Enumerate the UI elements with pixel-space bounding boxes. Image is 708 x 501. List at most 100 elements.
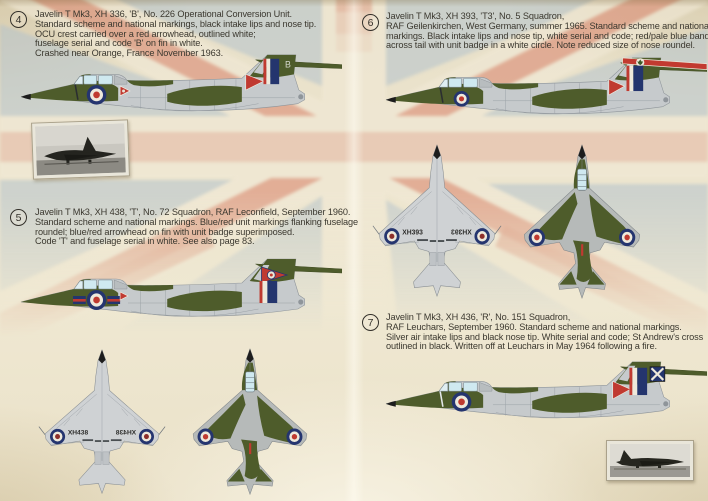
upper-wing-roundel-right — [286, 428, 303, 445]
wing-serial-right-mirrored: XH438 — [116, 430, 137, 437]
wingtip-pitots — [38, 426, 166, 435]
description-line: Silver air intake lips and black nose ti… — [386, 331, 704, 342]
fuselage-roundel — [451, 392, 472, 412]
plan-view-topside-camouflage-1 — [517, 144, 647, 302]
entry-5-description: Javelin T Mk3, XH 438, 'T', No. 72 Squad… — [35, 207, 358, 247]
description-line: Javelin T Mk3, XH 438, 'T', No. 72 Squad… — [35, 207, 351, 217]
jet-exhaust — [298, 299, 304, 305]
black-radome — [578, 144, 586, 160]
wing-serial-left: XH393 — [402, 229, 423, 236]
squadron-bar-left — [72, 296, 86, 304]
fin-tip-red-marking — [249, 443, 252, 455]
stencil-dashes — [82, 439, 122, 442]
maple-leaf-badge — [637, 59, 644, 66]
entry-7-description: Javelin T Mk3, XH 436, 'R', No. 151 Squa… — [386, 312, 704, 352]
description-line: Standard scheme and national markings, b… — [35, 18, 317, 29]
entry-5-number-badge: 5 — [10, 209, 27, 226]
description-line: Javelin T Mk3, XH 436, 'R', No. 151 Squa… — [386, 312, 571, 322]
fin-red-arrowhead — [608, 78, 626, 96]
photo-ground — [36, 157, 126, 176]
entry-6-description: Javelin T Mk3, XH 393, 'T3', No. 5 Squad… — [386, 11, 708, 51]
underwing-roundel-right — [138, 428, 154, 445]
aircraft-4-side-profile-xh336: B — [18, 51, 343, 129]
photo-ground — [610, 466, 690, 477]
entry-7-number-badge: 7 — [362, 314, 379, 331]
wing-serial-left: XH438 — [68, 430, 89, 437]
small-red-marking — [119, 291, 129, 301]
black-radome — [433, 144, 441, 160]
description-line: across tail with unit badge in a white c… — [386, 40, 695, 51]
silver-intake-lip — [439, 390, 444, 407]
black-nose-tip — [385, 96, 396, 103]
panel-lines — [51, 363, 153, 465]
fuselage-roundel — [86, 85, 107, 105]
aircraft-7-side-profile-xh436 — [383, 358, 708, 436]
black-nose-tip — [385, 400, 396, 407]
plan-view-topside-camouflage-2 — [186, 348, 314, 498]
underwing-roundel-left — [384, 228, 400, 245]
jet-exhaust — [663, 401, 669, 407]
aircraft-6-side-profile-xh393 — [383, 54, 708, 132]
underwing-roundel-left — [50, 428, 66, 445]
description-line: Standard scheme and national markings. B… — [35, 216, 358, 227]
black-intake-lip — [74, 83, 79, 100]
photo-aircraft-silhouette — [44, 136, 117, 165]
photo-aircraft-silhouette — [616, 450, 684, 468]
wing-serial-right-mirrored: XH393 — [451, 229, 472, 236]
fin-flash — [626, 65, 644, 92]
photo-javelin-on-ground — [31, 119, 130, 180]
entry-4-number-badge: 4 — [10, 11, 27, 28]
fin-arrowhead-with-badge — [261, 266, 289, 284]
wingtip-pitots — [372, 225, 502, 235]
windscreen-and-canopy — [73, 75, 128, 85]
black-radome — [246, 348, 254, 363]
cockpit-canopy — [245, 371, 255, 393]
black-intake-lip — [439, 86, 444, 103]
black-radome — [98, 349, 106, 364]
fin-flash — [263, 58, 280, 85]
photo-shadow — [44, 161, 119, 165]
entry-6-number-badge: 6 — [362, 14, 379, 31]
black-nose-tip — [20, 93, 31, 100]
entry-4-description: Javelin T Mk3, XH 336, 'B', No. 226 Oper… — [35, 9, 350, 59]
aged-top-edge — [0, 0, 708, 7]
page-fold-seam — [344, 0, 364, 501]
description-line: markings. Black intake lips and nose tip… — [386, 30, 708, 41]
description-line: outlined in black. Written off at Leucha… — [386, 341, 657, 352]
panel-lines — [385, 159, 489, 266]
description-line: fuselage serial and code 'B' on fin in w… — [35, 38, 203, 49]
description-line: roundel; blue/red arrowhead on fin with … — [35, 226, 295, 237]
description-line: RAF Leuchars, September 1960. Standard s… — [386, 321, 682, 332]
description-line: Crashed near Orange, France November 196… — [35, 48, 224, 59]
windscreen-and-canopy — [438, 78, 493, 88]
st-andrews-cross-badge — [649, 366, 666, 382]
description-line: RAF Geilenkirchen, West Germany, summer … — [386, 20, 708, 31]
photo-javelin-side-view — [606, 440, 694, 481]
fin-code-letter: B — [285, 60, 291, 70]
stencil-dashes — [417, 239, 457, 242]
description-line: Javelin T Mk3, XH 393, 'T3', No. 5 Squad… — [386, 11, 565, 21]
fin-flash — [259, 281, 278, 303]
airframe-topside — [192, 348, 308, 496]
upper-wing-roundel-left — [197, 428, 214, 445]
plan-view-underside-xh438: XH438 XH438 — [38, 349, 166, 497]
fin-tip-red-marking — [581, 244, 584, 256]
fuselage-roundel — [86, 290, 107, 310]
airframe-topside — [523, 144, 641, 299]
jet-exhaust — [663, 97, 669, 103]
description-line: Code 'T' and fuselage serial in white. S… — [35, 236, 255, 247]
underwing-roundel-right — [474, 228, 490, 245]
ocu-crest-red-arrowhead — [119, 85, 131, 97]
aircraft-5-side-profile-xh438 — [18, 255, 343, 335]
fuselage-roundel-reduced — [453, 91, 470, 107]
windscreen-and-canopy — [438, 382, 493, 392]
upper-wing-roundel-left — [528, 228, 545, 247]
fin-red-arrowhead — [245, 73, 265, 91]
jet-exhaust — [298, 94, 304, 100]
fin-flash — [629, 367, 648, 396]
cockpit-canopy — [577, 168, 587, 191]
description-line: Javelin T Mk3, XH 336, 'B', No. 226 Oper… — [35, 9, 292, 19]
squadron-bar-right — [107, 296, 121, 304]
plan-view-underside-xh393: XH393 XH393 — [372, 144, 502, 300]
